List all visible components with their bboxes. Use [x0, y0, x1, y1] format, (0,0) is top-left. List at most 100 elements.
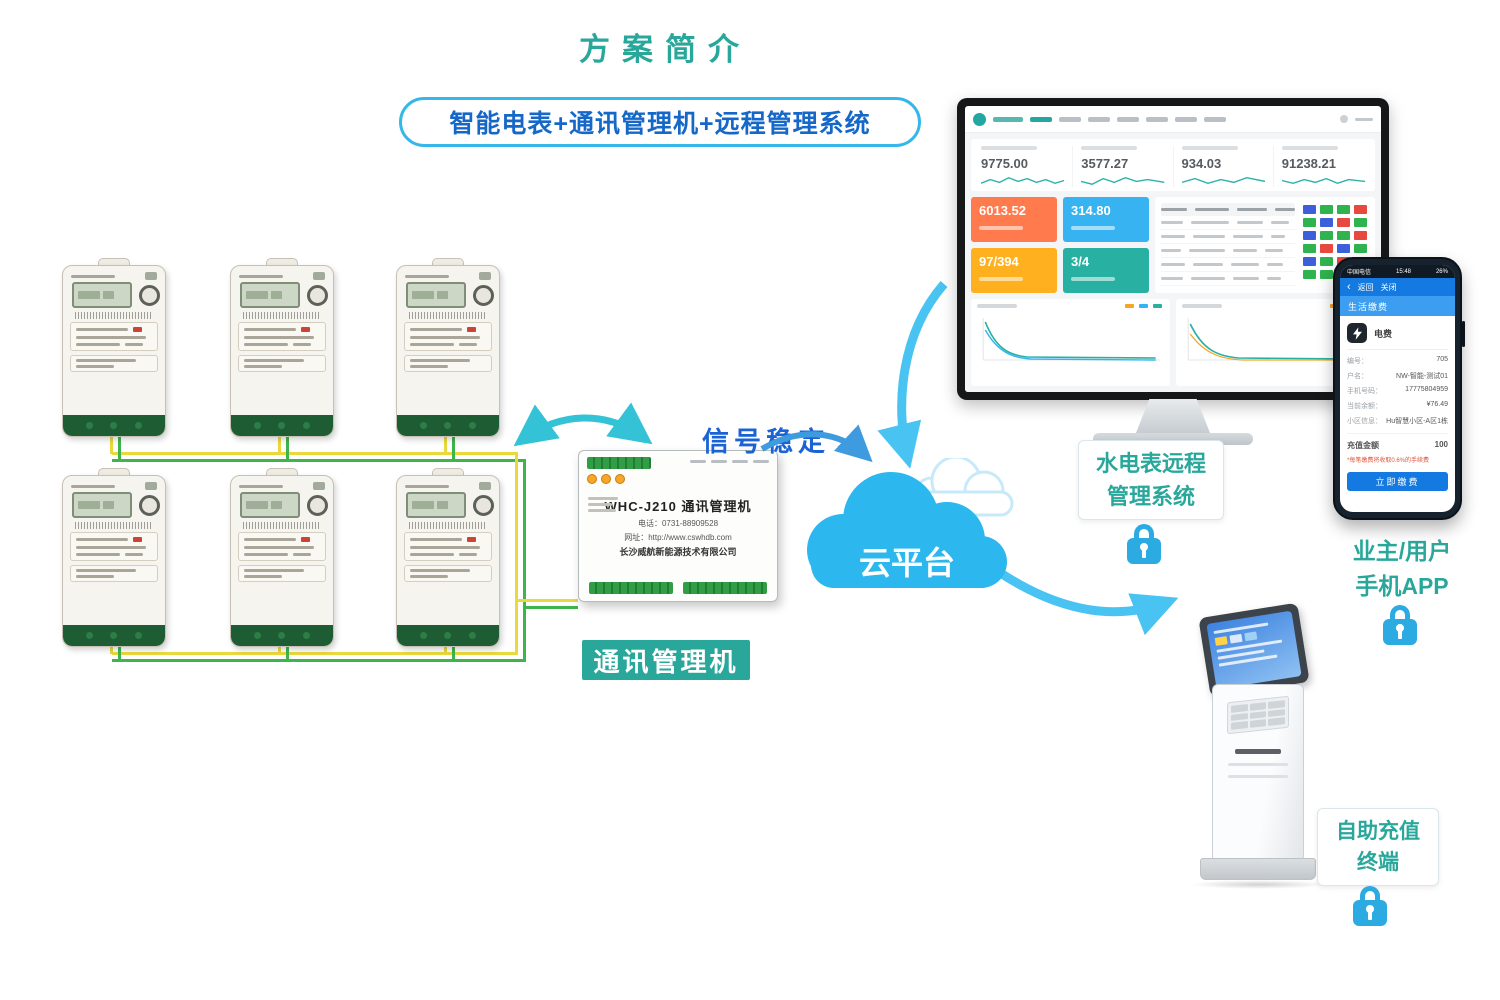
meter-lcd-display	[406, 492, 466, 518]
clock: 15:48	[1395, 268, 1411, 275]
close-button[interactable]: 关闭	[1380, 282, 1397, 292]
meter-nameplate	[70, 532, 158, 561]
stat-item: 3577.27	[1073, 146, 1174, 187]
stat-item: 934.03	[1174, 146, 1274, 187]
meter-mount-tab	[432, 258, 464, 268]
fee-type-label: 电费	[1374, 328, 1393, 339]
electric-meter	[230, 468, 334, 647]
meter-lcd-display	[72, 282, 132, 308]
recharge-amount-row[interactable]: 充值金额 100	[1347, 433, 1448, 451]
meter-button	[473, 494, 494, 516]
stat-card-orange: 6013.52	[971, 197, 1057, 242]
meter-button	[139, 284, 160, 306]
stat-value: 91238.21	[1281, 156, 1336, 171]
meter-button	[307, 494, 328, 516]
kiosk-keypad[interactable]	[1227, 695, 1289, 735]
meter-body	[396, 265, 500, 437]
payment-form: 电费 编号：705 户名：NW-智能-测试01 手机号码：17775804959…	[1340, 316, 1455, 512]
kiosk-base	[1200, 858, 1316, 880]
fee-note: *每笔缴费将收取0.6%的手续费	[1347, 458, 1430, 464]
device-ports	[690, 460, 769, 463]
dashboard-menu-item[interactable]	[1117, 116, 1139, 122]
stat-summary-row: 9775.00 3577.27 934.03 91238.21	[971, 139, 1375, 191]
meter-button	[307, 284, 328, 306]
meter-body	[230, 475, 334, 647]
meter-nameplate	[404, 532, 492, 561]
dashboard-body: 9775.00 3577.27 934.03 91238.21	[965, 133, 1381, 392]
meter-brand-logo	[313, 482, 325, 490]
meter-nameplate	[404, 322, 492, 351]
field-row: 手机号码：17775804959	[1347, 386, 1448, 395]
chart-row	[971, 299, 1375, 386]
meter-body	[230, 265, 334, 437]
meter-brand-logo	[145, 272, 157, 280]
app-nav-bar: ‹ 返回 关闭	[1340, 278, 1455, 296]
device-company: 长沙威航新能源技术有限公司	[619, 547, 737, 557]
status-led-indicators	[587, 474, 769, 484]
meter-lcd-display	[240, 282, 300, 308]
meter-mount-tab	[266, 258, 298, 268]
management-system-label: 水电表远程 管理系统	[1078, 440, 1224, 520]
stat-item: 9775.00	[973, 146, 1074, 187]
meter-barcode	[409, 522, 487, 529]
meter-terminal-cover	[231, 625, 333, 646]
account-fields: 编号：705 户名：NW-智能-测试01 手机号码：17775804959 当前…	[1347, 356, 1448, 426]
field-row: 编号：705	[1347, 356, 1448, 365]
meter-terminal-cover	[63, 625, 165, 646]
meter-body	[62, 475, 166, 647]
stat-card-yellow: 97/394	[971, 248, 1057, 293]
kiosk-card-slot[interactable]	[1235, 749, 1281, 754]
field-row: 小区信息：Hu智慧小区-A区1栋	[1347, 418, 1448, 425]
meter-barcode	[75, 312, 153, 319]
meter-seal-mark	[467, 537, 476, 542]
meter-seal-mark	[301, 327, 310, 332]
cloud-label: 云平台	[859, 545, 955, 581]
recharge-kiosk	[1182, 602, 1332, 890]
meter-seal-mark	[301, 537, 310, 542]
meter-barcode	[409, 312, 487, 319]
stat-card-blue: 314.80	[1063, 197, 1149, 242]
data-table-panel	[1155, 197, 1375, 293]
electric-meter	[62, 258, 166, 437]
meter-nameplate	[238, 322, 326, 351]
meter-terminal-cover	[63, 415, 165, 436]
meter-nameplate	[70, 322, 158, 351]
monitor-stand	[1136, 399, 1210, 433]
pay-now-button[interactable]: 立即缴费	[1347, 472, 1448, 491]
dashboard-menu-item[interactable]	[1204, 116, 1226, 122]
stat-value: 3577.27	[1081, 156, 1129, 171]
meter-info-panel	[404, 565, 492, 582]
meter-lcd-display	[240, 492, 300, 518]
dashboard-menu-item[interactable]	[1030, 116, 1052, 122]
data-table	[1161, 203, 1295, 287]
communication-manager-device: WHC-J210 通讯管理机 电话：0731-88909528 网址：http:…	[578, 450, 778, 602]
device-website: 网址：http://www.cswhdb.com	[624, 533, 732, 542]
security-lock-icon	[1352, 886, 1388, 934]
dashboard-menu-item[interactable]	[1146, 116, 1168, 122]
subtitle-text: 智能电表+通讯管理机+远程管理系统	[449, 110, 871, 138]
kiosk-screen	[1206, 610, 1302, 690]
dashboard-menu-item[interactable]	[1088, 116, 1110, 122]
meter-brand-logo	[145, 482, 157, 490]
meter-seal-mark	[467, 327, 476, 332]
dashboard-menu-item[interactable]	[1059, 116, 1081, 122]
app-banner: 生活缴费	[1340, 296, 1455, 316]
carrier-label: 中国电信	[1347, 270, 1372, 276]
security-lock-icon	[1126, 524, 1162, 572]
back-button[interactable]: 返回	[1357, 282, 1374, 292]
meter-terminal-cover	[397, 625, 499, 646]
fee-type-row: 电费	[1347, 323, 1448, 350]
user-avatar-icon[interactable]	[1340, 115, 1348, 123]
kiosk-body	[1212, 684, 1304, 862]
dashboard-menu-item[interactable]	[1175, 116, 1197, 122]
meter-mount-tab	[98, 258, 130, 268]
usage-line-chart	[971, 299, 1170, 386]
electric-meter	[62, 468, 166, 647]
mobile-app-phone: 中国电信 15:48 26% ‹ 返回 关闭 生活缴费 电费 编号：705	[1333, 257, 1465, 520]
electricity-bolt-icon	[1347, 323, 1367, 343]
phone-screen: 中国电信 15:48 26% ‹ 返回 关闭 生活缴费 电费 编号：705	[1340, 265, 1455, 512]
dashboard-logo-icon	[973, 112, 986, 126]
